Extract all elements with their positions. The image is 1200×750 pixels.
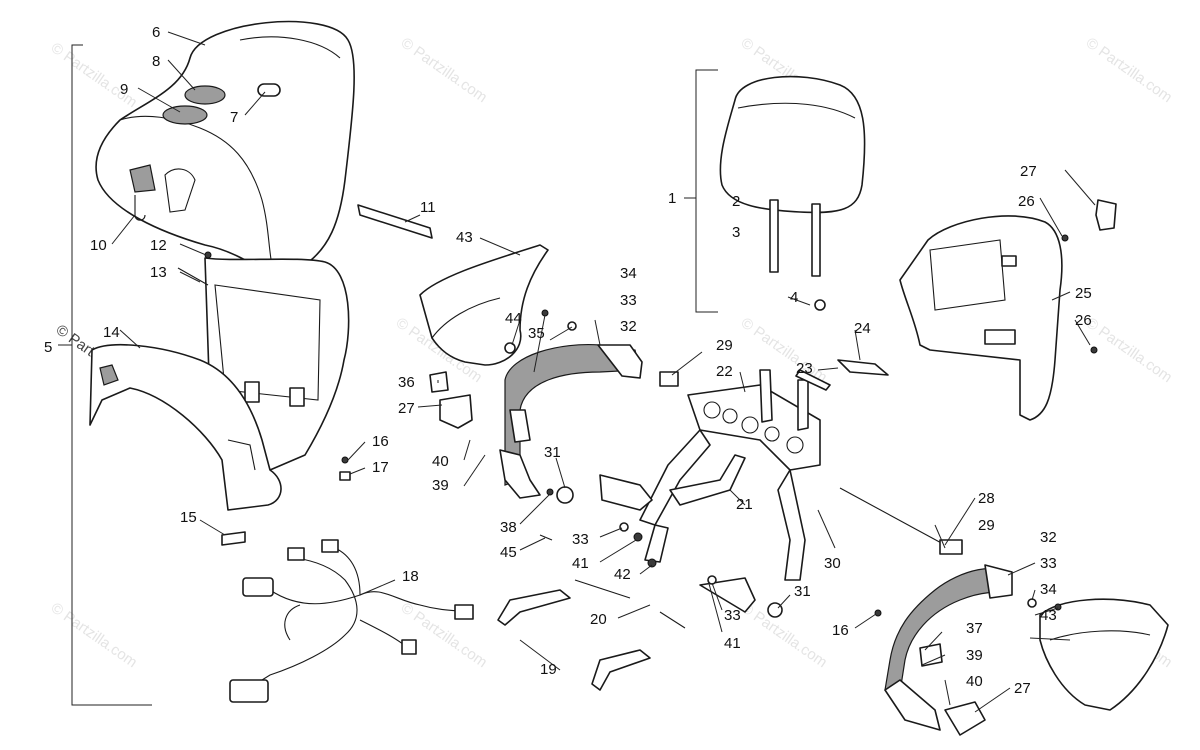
callout-27: 27 — [1020, 163, 1037, 180]
callout-28: 28 — [978, 490, 995, 507]
backrest-frame — [599, 369, 821, 613]
grab-handle-right — [767, 564, 1013, 731]
callout-31b: 31 — [794, 583, 811, 600]
callout-14: 14 — [103, 324, 120, 341]
fasteners — [504, 309, 1062, 617]
callout-34: 34 — [620, 265, 637, 282]
callout-33: 33 — [620, 292, 637, 309]
callout-44: 44 — [505, 310, 522, 327]
callout-40b: 40 — [966, 673, 983, 690]
callout-8: 8 — [152, 53, 160, 70]
callout-39b: 39 — [966, 647, 983, 664]
callout-27b: 27 — [398, 400, 415, 417]
callout-34b: 34 — [1040, 581, 1057, 598]
callout-35: 35 — [528, 325, 545, 342]
callout-33b: 33 — [572, 531, 589, 548]
callout-23: 23 — [796, 360, 813, 377]
callout-17: 17 — [372, 459, 389, 476]
seat-hardware — [177, 204, 433, 546]
callout-10: 10 — [90, 237, 107, 254]
callout-2: 2 — [732, 193, 740, 210]
seat-base — [89, 257, 350, 511]
seat-cushion — [95, 20, 355, 279]
watermark-text: © Partzilla.com — [738, 314, 831, 386]
callout-9: 9 — [120, 81, 128, 98]
callout-45: 45 — [500, 544, 517, 561]
callout-41: 41 — [572, 555, 589, 572]
callout-16b: 16 — [832, 622, 849, 639]
callout-30: 30 — [824, 555, 841, 572]
callout-24: 24 — [854, 320, 871, 337]
callout-16: 16 — [372, 433, 389, 450]
callout-12: 12 — [150, 237, 167, 254]
callout-40: 40 — [432, 453, 449, 470]
callout-33d: 33 — [1040, 555, 1057, 572]
callout-33c: 33 — [724, 607, 741, 624]
side-cover-left — [419, 244, 549, 366]
callout-43: 43 — [456, 229, 473, 246]
callout-26b: 26 — [1075, 312, 1092, 329]
backrest — [719, 75, 866, 311]
latch-brackets — [429, 359, 986, 736]
callout-41b: 41 — [724, 635, 741, 652]
callout-15: 15 — [180, 509, 197, 526]
callout-26: 26 — [1018, 193, 1035, 210]
callout-21: 21 — [736, 496, 753, 513]
callout-4: 4 — [790, 289, 798, 306]
callout-32b: 32 — [1040, 529, 1057, 546]
callout-43b: 43 — [1040, 607, 1057, 624]
grab-handle-left — [499, 343, 643, 504]
callout-39: 39 — [432, 477, 449, 494]
watermark-text: © Partzilla.com — [48, 599, 141, 671]
callout-13: 13 — [150, 264, 167, 281]
callout-32: 32 — [620, 318, 637, 335]
callout-11: 11 — [420, 199, 436, 216]
watermark-text: © Partzilla.com — [398, 34, 491, 106]
callout-7: 7 — [230, 109, 238, 126]
side-cover-right — [1039, 598, 1169, 711]
callout-1: 1 — [668, 190, 676, 207]
group-bracket-left — [58, 44, 152, 706]
watermark-text: © Partzilla.com — [48, 39, 141, 111]
wiring-harness — [229, 539, 474, 703]
watermark-text: © Partzilla.com — [738, 599, 831, 671]
callout-27c: 27 — [1014, 680, 1031, 697]
callout-37: 37 — [966, 620, 983, 637]
callout-38: 38 — [500, 519, 517, 536]
callout-42: 42 — [614, 566, 631, 583]
callout-5: 5 — [44, 339, 52, 356]
callout-19: 19 — [540, 661, 557, 678]
group-bracket-right — [684, 69, 718, 313]
callout-22: 22 — [716, 363, 733, 380]
callout-3: 3 — [732, 224, 740, 241]
back-storage-shell — [899, 199, 1117, 421]
watermark-text: © Partzilla.com — [1083, 34, 1176, 106]
callout-labels: 1 2 3 4 5 6 7 8 9 10 11 12 13 14 15 16 1… — [44, 24, 1092, 697]
callout-36: 36 — [398, 374, 415, 391]
callout-31: 31 — [544, 444, 561, 461]
callout-6: 6 — [152, 24, 160, 41]
callout-18: 18 — [402, 568, 419, 585]
callout-25: 25 — [1075, 285, 1092, 302]
leader-lines — [111, 31, 1096, 713]
callout-20: 20 — [590, 611, 607, 628]
callout-29b: 29 — [978, 517, 995, 534]
callout-29: 29 — [716, 337, 733, 354]
